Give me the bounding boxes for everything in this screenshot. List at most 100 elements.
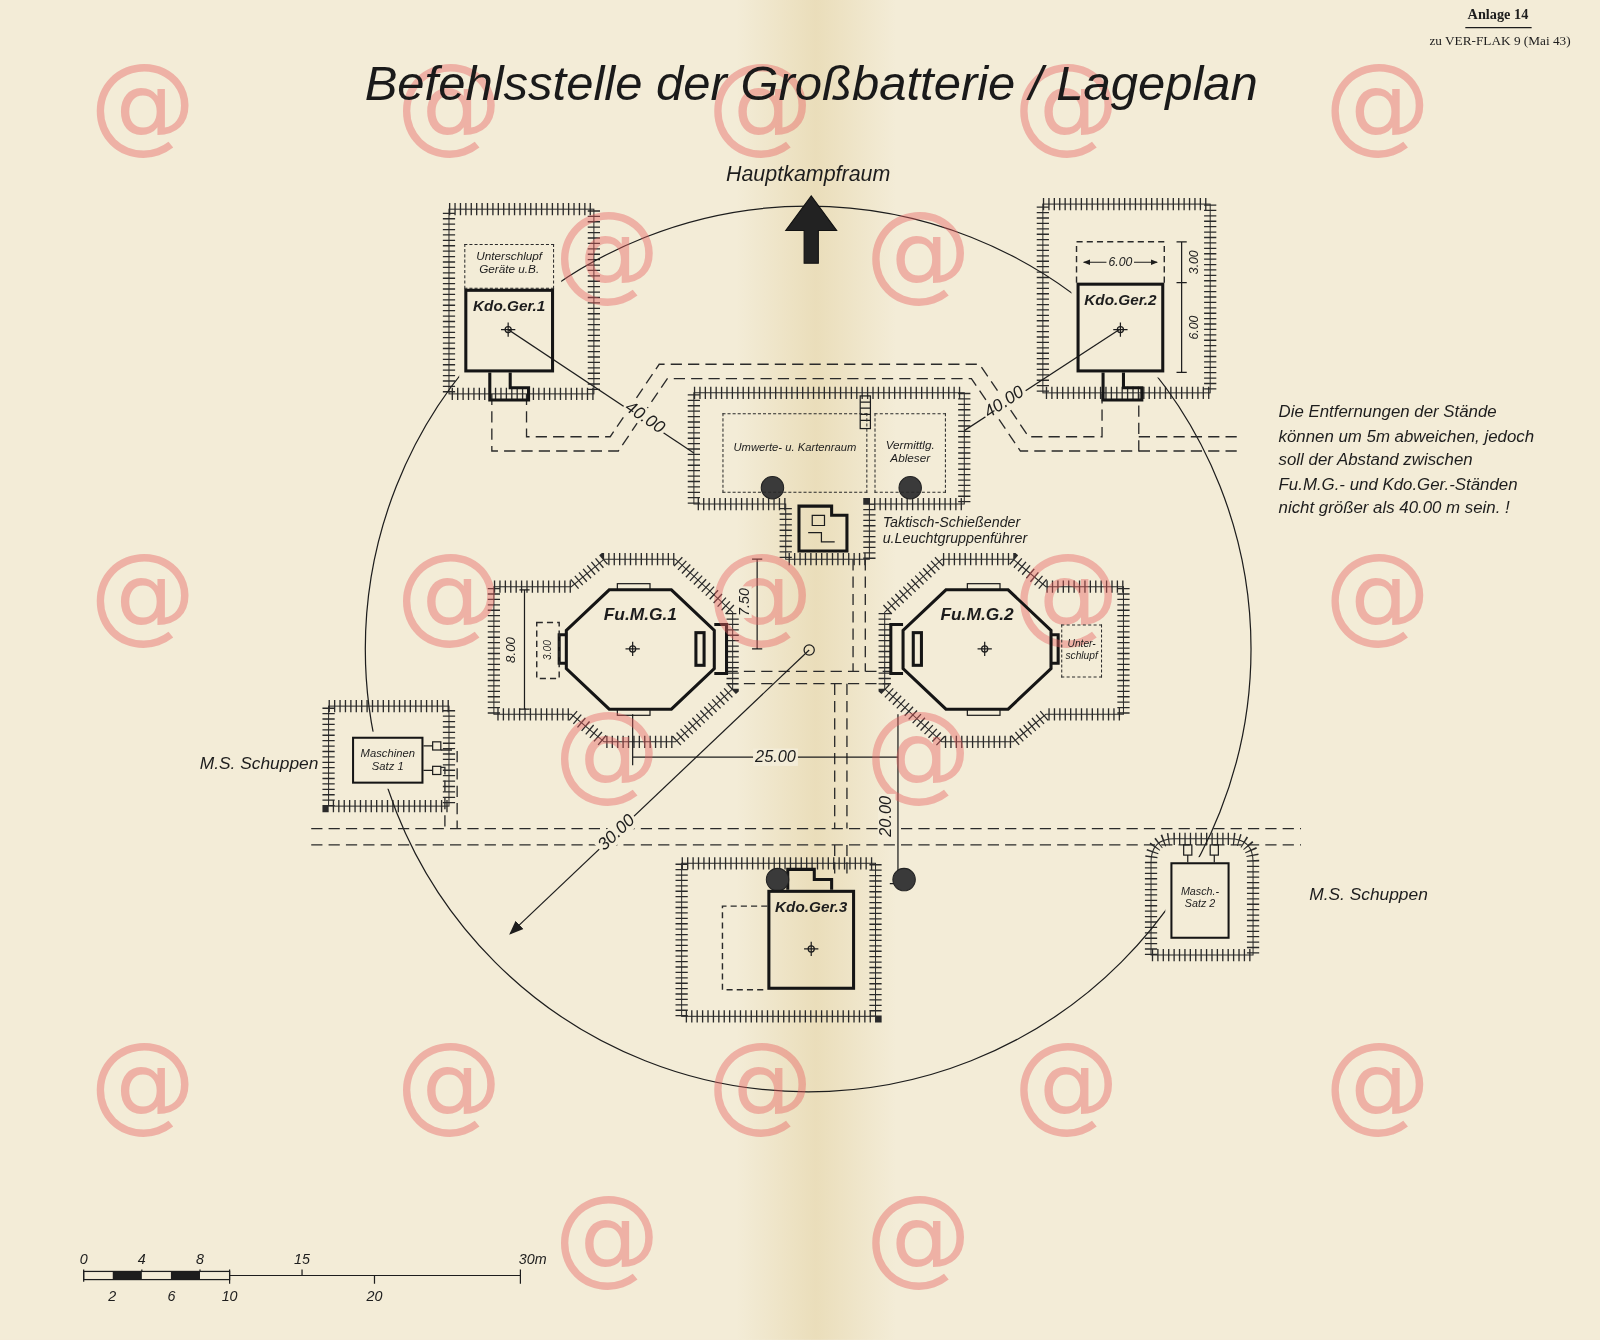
wall	[490, 372, 529, 400]
node-label: Fu.M.G.1	[566, 605, 714, 625]
shelter-box: Unterschlupf Geräte u.B.	[464, 244, 554, 289]
center-mark	[1113, 322, 1127, 336]
scale-bar	[84, 1269, 521, 1283]
watermark: @	[554, 197, 660, 303]
dimension-label: 25.00	[753, 749, 798, 766]
watermark: @	[1324, 49, 1430, 155]
center-mark	[501, 322, 1128, 956]
watermark: @	[707, 539, 813, 645]
trench	[834, 684, 835, 829]
dimension-label: 3.00	[542, 640, 554, 660]
stairs	[860, 396, 870, 429]
wall	[812, 515, 824, 525]
trench	[727, 671, 891, 672]
dimension-line	[510, 650, 809, 934]
earth-mound	[682, 863, 876, 1016]
direction-label: Hauptkampfraum	[726, 161, 890, 186]
dimension-label: 40.00	[620, 397, 670, 439]
trench	[1139, 436, 1237, 437]
scale-number: 20	[367, 1288, 383, 1304]
dimension-label: 3.00	[1188, 250, 1202, 274]
dimension-line	[519, 590, 529, 709]
scale-number: 30m	[519, 1251, 547, 1267]
watermark: @	[396, 539, 502, 645]
underline	[1465, 27, 1531, 28]
stairs	[860, 396, 870, 429]
note-text: Die Entfernungen der Stände können um 5m…	[1279, 400, 1539, 520]
earth-mound	[1151, 839, 1253, 955]
punch-hole	[899, 477, 921, 499]
building-label: M.S. Schuppen	[200, 753, 319, 773]
document-reference: zu VER-FLAK 9 (Mai 43)	[1429, 34, 1570, 49]
node-label: Fu.M.G.2	[903, 605, 1051, 625]
dimension-label: 30.00	[593, 810, 640, 856]
generator-terminal	[1188, 855, 1215, 862]
node-label: Masch.- Satz 2	[1172, 885, 1227, 910]
dimension-label: 20.00	[878, 794, 895, 839]
generator-terminal	[433, 742, 441, 750]
scale-bar	[84, 1271, 230, 1279]
trench	[852, 559, 853, 671]
node-label: Umwerte- u. Kartenraum	[723, 441, 866, 454]
generator-terminal	[433, 766, 441, 774]
radar-stand: Fu.M.G.2	[903, 590, 1051, 709]
position-label: Taktisch-Schießender u.Leuchtgruppenführ…	[883, 513, 1072, 546]
generator-terminal	[1184, 845, 1192, 855]
trench	[441, 750, 457, 829]
room-box: Vermittlg. Ableser	[874, 413, 945, 493]
scale-number: 0	[80, 1251, 88, 1267]
scale-number: 6	[167, 1288, 175, 1304]
punch-hole	[766, 868, 788, 890]
trench	[311, 828, 1301, 829]
earth-mound	[1043, 204, 1210, 393]
trench	[846, 684, 847, 829]
trench	[834, 845, 835, 874]
generator-terminal	[423, 742, 1218, 862]
dimension-line	[508, 242, 1187, 934]
watermark: @	[865, 197, 971, 303]
director-stand: Kdo.Ger.1	[464, 289, 554, 373]
scale-bar	[84, 1269, 521, 1283]
dimension-label: 6.00	[1106, 256, 1134, 269]
director-stand: Kdo.Ger.3	[767, 890, 855, 990]
trench	[441, 767, 445, 828]
earth-mound	[1151, 839, 1253, 955]
diagram-title: Befehlsstelle der Großbatterie / Lagepla…	[365, 56, 1258, 112]
trench	[311, 364, 1301, 873]
generator-box: Masch.- Satz 2	[1170, 862, 1229, 939]
punch-hole	[761, 477, 783, 499]
center-mark	[804, 942, 818, 956]
earth-mound	[1043, 204, 1210, 393]
watermark: @	[1324, 539, 1430, 645]
generator-terminal	[423, 746, 432, 770]
watermark: @	[1013, 539, 1119, 645]
node-label: Kdo.Ger.3	[770, 898, 852, 916]
room-box: Umwerte- u. Kartenraum	[722, 413, 867, 493]
scale-bar	[113, 1271, 142, 1279]
watermark: @	[1013, 1029, 1119, 1135]
earth-mound	[682, 863, 876, 1016]
scale-number: 2	[108, 1288, 116, 1304]
watermark: @	[1324, 1029, 1430, 1135]
octagon-outline	[903, 590, 1051, 709]
dimension-label: 7.50	[736, 586, 751, 618]
generator-terminal	[1210, 845, 1218, 855]
trench	[492, 379, 1139, 451]
watermark: @	[554, 697, 660, 803]
octagon-outline	[566, 590, 714, 709]
director-stand: Kdo.Ger.2	[1077, 283, 1165, 373]
center-mark	[501, 322, 515, 336]
trench	[727, 683, 891, 684]
wall	[891, 624, 903, 673]
dashed-annex	[1077, 242, 1165, 283]
dimension-label: 8.00	[504, 635, 518, 665]
building-label: M.S. Schuppen	[1309, 885, 1428, 905]
node-label: Kdo.Ger.2	[1080, 291, 1162, 309]
watermark: @	[90, 1029, 196, 1135]
wall	[490, 372, 1142, 889]
node-label: Unter- schlupf	[1062, 638, 1101, 661]
node-label: Kdo.Ger.1	[467, 297, 551, 315]
scale-number: 4	[138, 1251, 146, 1267]
radar-stand: Fu.M.G.1	[566, 590, 714, 709]
